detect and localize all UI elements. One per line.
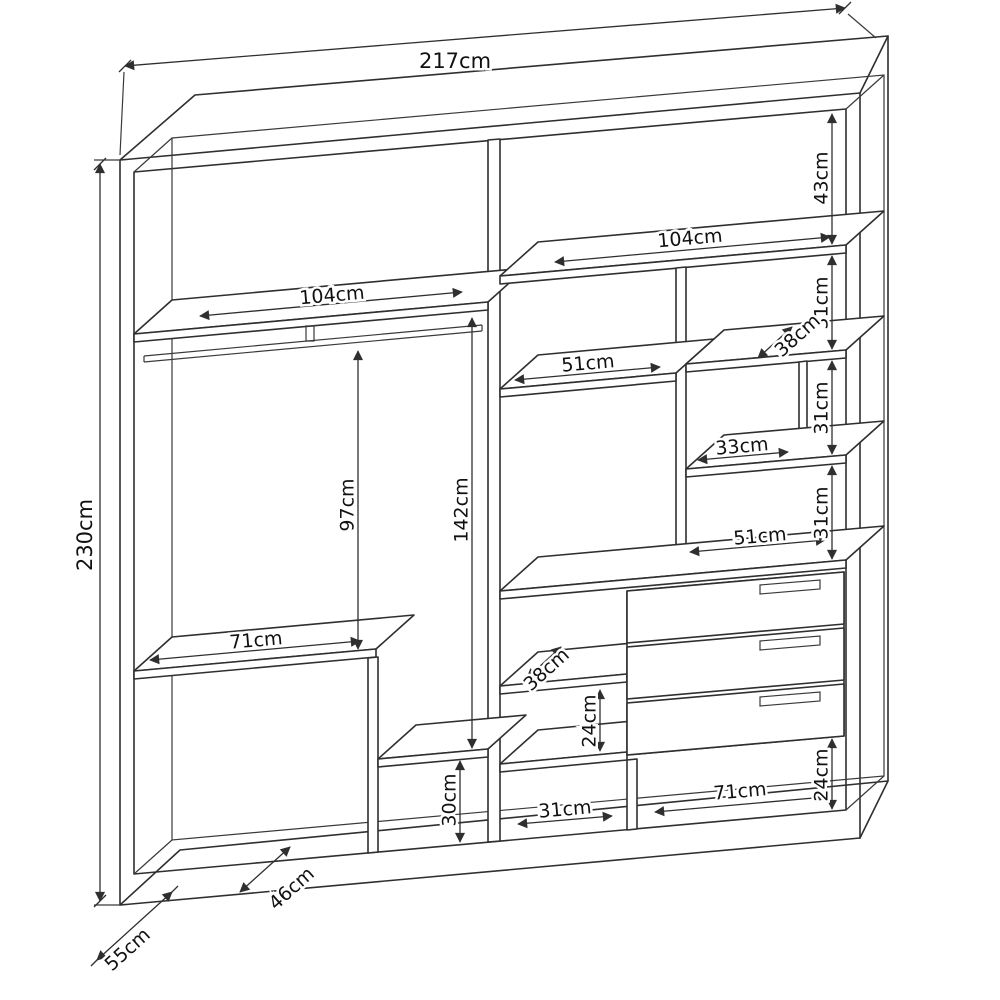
dim-overall-height: 230cm bbox=[73, 499, 97, 571]
dim-overall-width: 217cm bbox=[419, 49, 491, 73]
dim-cubby-width: 33cm bbox=[715, 433, 770, 460]
drawer-unit bbox=[626, 571, 845, 756]
dim-right-gap-3: 31cm bbox=[811, 486, 833, 539]
drawer-3 bbox=[626, 683, 845, 756]
low-center-shelf bbox=[377, 714, 527, 768]
dim-hanging-height: 97cm bbox=[337, 478, 359, 531]
dim-bottom-right-width: 71cm bbox=[713, 778, 768, 805]
drawer-2-handle bbox=[759, 635, 821, 651]
dim-low-shelf-height: 30cm bbox=[439, 773, 461, 826]
dim-right-shelf-width-upper: 51cm bbox=[561, 350, 616, 377]
dim-top-right-height: 43cm bbox=[811, 151, 833, 204]
drawer-2 bbox=[626, 627, 845, 700]
dimension-labels: 217cm 230cm 55cm 104cm 97cm 142cm 71cm 3… bbox=[71, 47, 836, 979]
drawer-1 bbox=[626, 571, 845, 644]
dim-right-gap-1: 31cm bbox=[811, 276, 833, 329]
left-section bbox=[133, 267, 527, 854]
dim-floor-depth: 46cm bbox=[265, 863, 319, 915]
dim-shelf-gap-left: 24cm bbox=[579, 694, 601, 747]
dimension-lines bbox=[90, 1, 877, 967]
bottom-divider bbox=[626, 758, 638, 831]
cabinet-outline bbox=[119, 35, 889, 906]
hanging-rod bbox=[143, 324, 483, 363]
interior-back-wall bbox=[133, 74, 885, 875]
dim-right-gap-2: 31cm bbox=[811, 381, 833, 434]
desk-shelf bbox=[133, 614, 415, 854]
drawer-1-handle bbox=[759, 579, 821, 595]
drawer-3-handle bbox=[759, 691, 821, 707]
right-sub-divider bbox=[675, 266, 687, 576]
dim-desk-width: 71cm bbox=[229, 627, 284, 654]
dim-right-shelf-width-lower: 51cm bbox=[733, 523, 788, 550]
center-divider-panel bbox=[487, 138, 501, 843]
dim-bottom-right-height: 24cm bbox=[811, 748, 833, 801]
dim-bottom-middle-width: 31cm bbox=[538, 796, 593, 823]
dim-long-hanging-height: 142cm bbox=[451, 477, 473, 542]
